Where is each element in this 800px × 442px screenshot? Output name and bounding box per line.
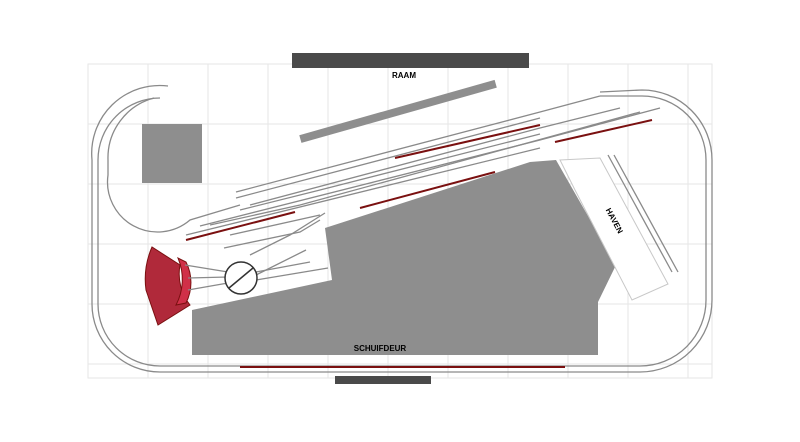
harbour-quay xyxy=(559,157,669,301)
window-wall xyxy=(292,53,529,68)
outer-loop xyxy=(91,84,713,373)
sliding-door-wall xyxy=(335,376,431,384)
red-lines xyxy=(185,119,653,368)
building-block-left xyxy=(142,124,202,183)
station-platform xyxy=(299,79,497,143)
turntable-area xyxy=(144,246,329,326)
engine-shed xyxy=(144,246,191,326)
sliding-door-label: SCHUIFDEUR xyxy=(354,344,407,353)
station-tracks xyxy=(185,95,661,256)
harbour-tracks xyxy=(607,154,679,273)
window-label: RAAM xyxy=(392,71,416,80)
main-building xyxy=(192,160,616,355)
